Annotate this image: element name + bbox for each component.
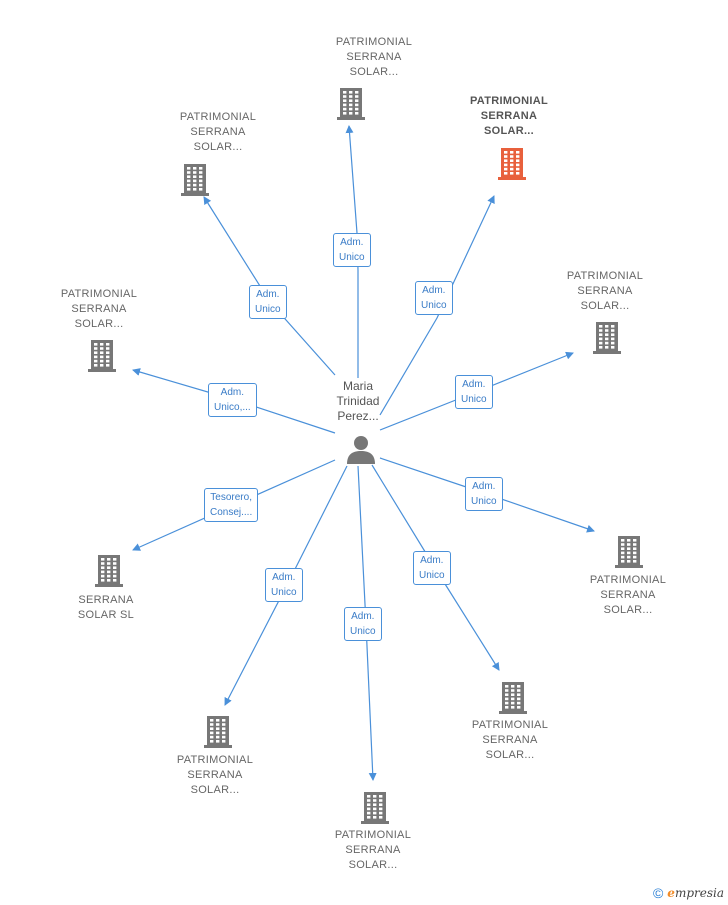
role-badge: Adm. Unico xyxy=(344,607,382,641)
company-label[interactable]: SERRANA SOLAR SL xyxy=(77,594,135,621)
role-badge: Adm. Unico xyxy=(455,375,493,409)
building-icon[interactable] xyxy=(614,534,644,568)
company-label[interactable]: PATRIMONIAL SERRANA SOLAR... xyxy=(176,754,254,796)
person-icon[interactable] xyxy=(346,434,376,464)
building-icon[interactable] xyxy=(592,320,622,354)
center-person-label[interactable]: Maria Trinidad Perez... xyxy=(336,379,380,423)
role-badge: Adm. Unico xyxy=(413,551,451,585)
building-icon[interactable] xyxy=(94,553,124,587)
role-badge: Adm. Unico xyxy=(333,233,371,267)
role-badge: Adm. Unico,... xyxy=(208,383,257,417)
building-icon[interactable] xyxy=(336,86,366,120)
company-label[interactable]: PATRIMONIAL SERRANA SOLAR... xyxy=(60,288,138,330)
role-badge: Adm. Unico xyxy=(415,281,453,315)
building-highlight-icon[interactable] xyxy=(497,146,527,180)
company-label[interactable]: PATRIMONIAL SERRANA SOLAR... xyxy=(471,719,549,761)
role-badge: Adm. Unico xyxy=(265,568,303,602)
copyright-symbol: © xyxy=(652,885,664,901)
brand-logo: empresia xyxy=(667,886,724,900)
company-label[interactable]: PATRIMONIAL SERRANA SOLAR... xyxy=(566,270,644,312)
building-icon[interactable] xyxy=(498,680,528,714)
role-badge: Adm. Unico xyxy=(249,285,287,319)
company-label[interactable]: PATRIMONIAL SERRANA SOLAR... xyxy=(179,111,257,153)
role-badge: Tesorero, Consej.... xyxy=(204,488,259,522)
company-label[interactable]: PATRIMONIAL SERRANA SOLAR... xyxy=(469,95,549,137)
company-label[interactable]: PATRIMONIAL SERRANA SOLAR... xyxy=(334,829,412,871)
building-icon[interactable] xyxy=(203,714,233,748)
role-badge: Adm. Unico xyxy=(465,477,503,511)
building-icon[interactable] xyxy=(87,338,117,372)
edge-line xyxy=(379,195,495,416)
footer-brand: © empresia xyxy=(653,885,724,901)
building-icon[interactable] xyxy=(180,162,210,196)
company-label[interactable]: PATRIMONIAL SERRANA SOLAR... xyxy=(589,574,667,616)
company-label[interactable]: PATRIMONIAL SERRANA SOLAR... xyxy=(335,36,413,78)
building-icon[interactable] xyxy=(360,790,390,824)
